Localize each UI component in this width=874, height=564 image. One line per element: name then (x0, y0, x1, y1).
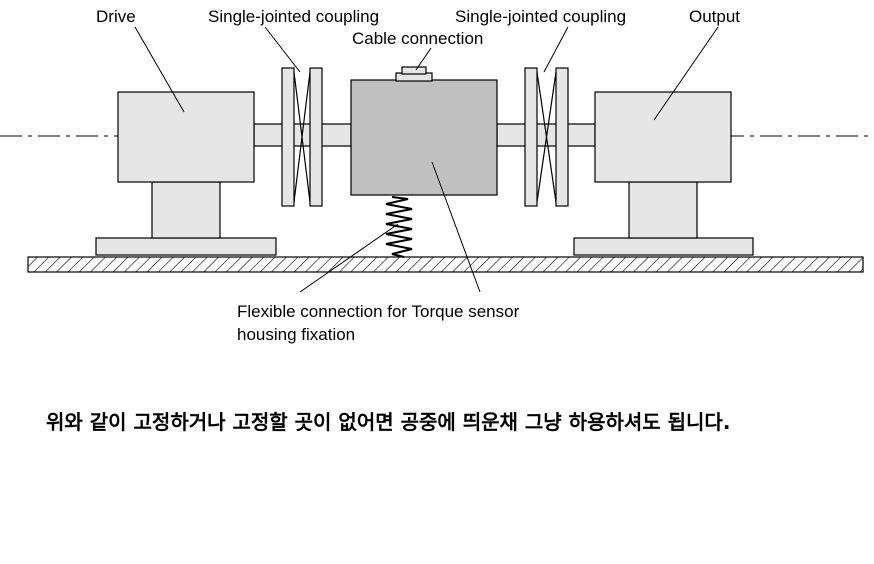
drive-base-plate (95, 237, 277, 256)
coupling-right (524, 67, 569, 207)
drive-pedestal (151, 181, 221, 239)
label-coupling-right: Single-jointed coupling (455, 7, 626, 26)
output-base-plate (573, 237, 754, 256)
leader-lines (134, 26, 719, 293)
ground-base (27, 256, 864, 273)
label-cable-connection: Cable connection (352, 29, 483, 48)
caption-text: 위와 같이 고정하거나 고정할 곳이 없어면 공중에 띄운채 그냥 하용하셔도 … (46, 410, 731, 434)
label-drive: Drive (96, 7, 136, 26)
flexible-spring (385, 196, 413, 258)
label-flexible-connection-line1: Flexible connection for Torque sensor (237, 302, 520, 321)
torque-sensor-body (350, 79, 498, 196)
label-output: Output (689, 7, 740, 26)
label-flexible-connection-line2: housing fixation (237, 325, 355, 344)
torque-sensor-mounting-diagram: Drive Single-jointed coupling Cable conn… (0, 7, 874, 344)
drive-motor-block (117, 91, 255, 183)
coupling-left (281, 67, 323, 207)
cable-connector-top (401, 66, 427, 75)
output-block (594, 91, 732, 183)
output-pedestal (628, 181, 698, 239)
label-coupling-left: Single-jointed coupling (208, 7, 379, 26)
